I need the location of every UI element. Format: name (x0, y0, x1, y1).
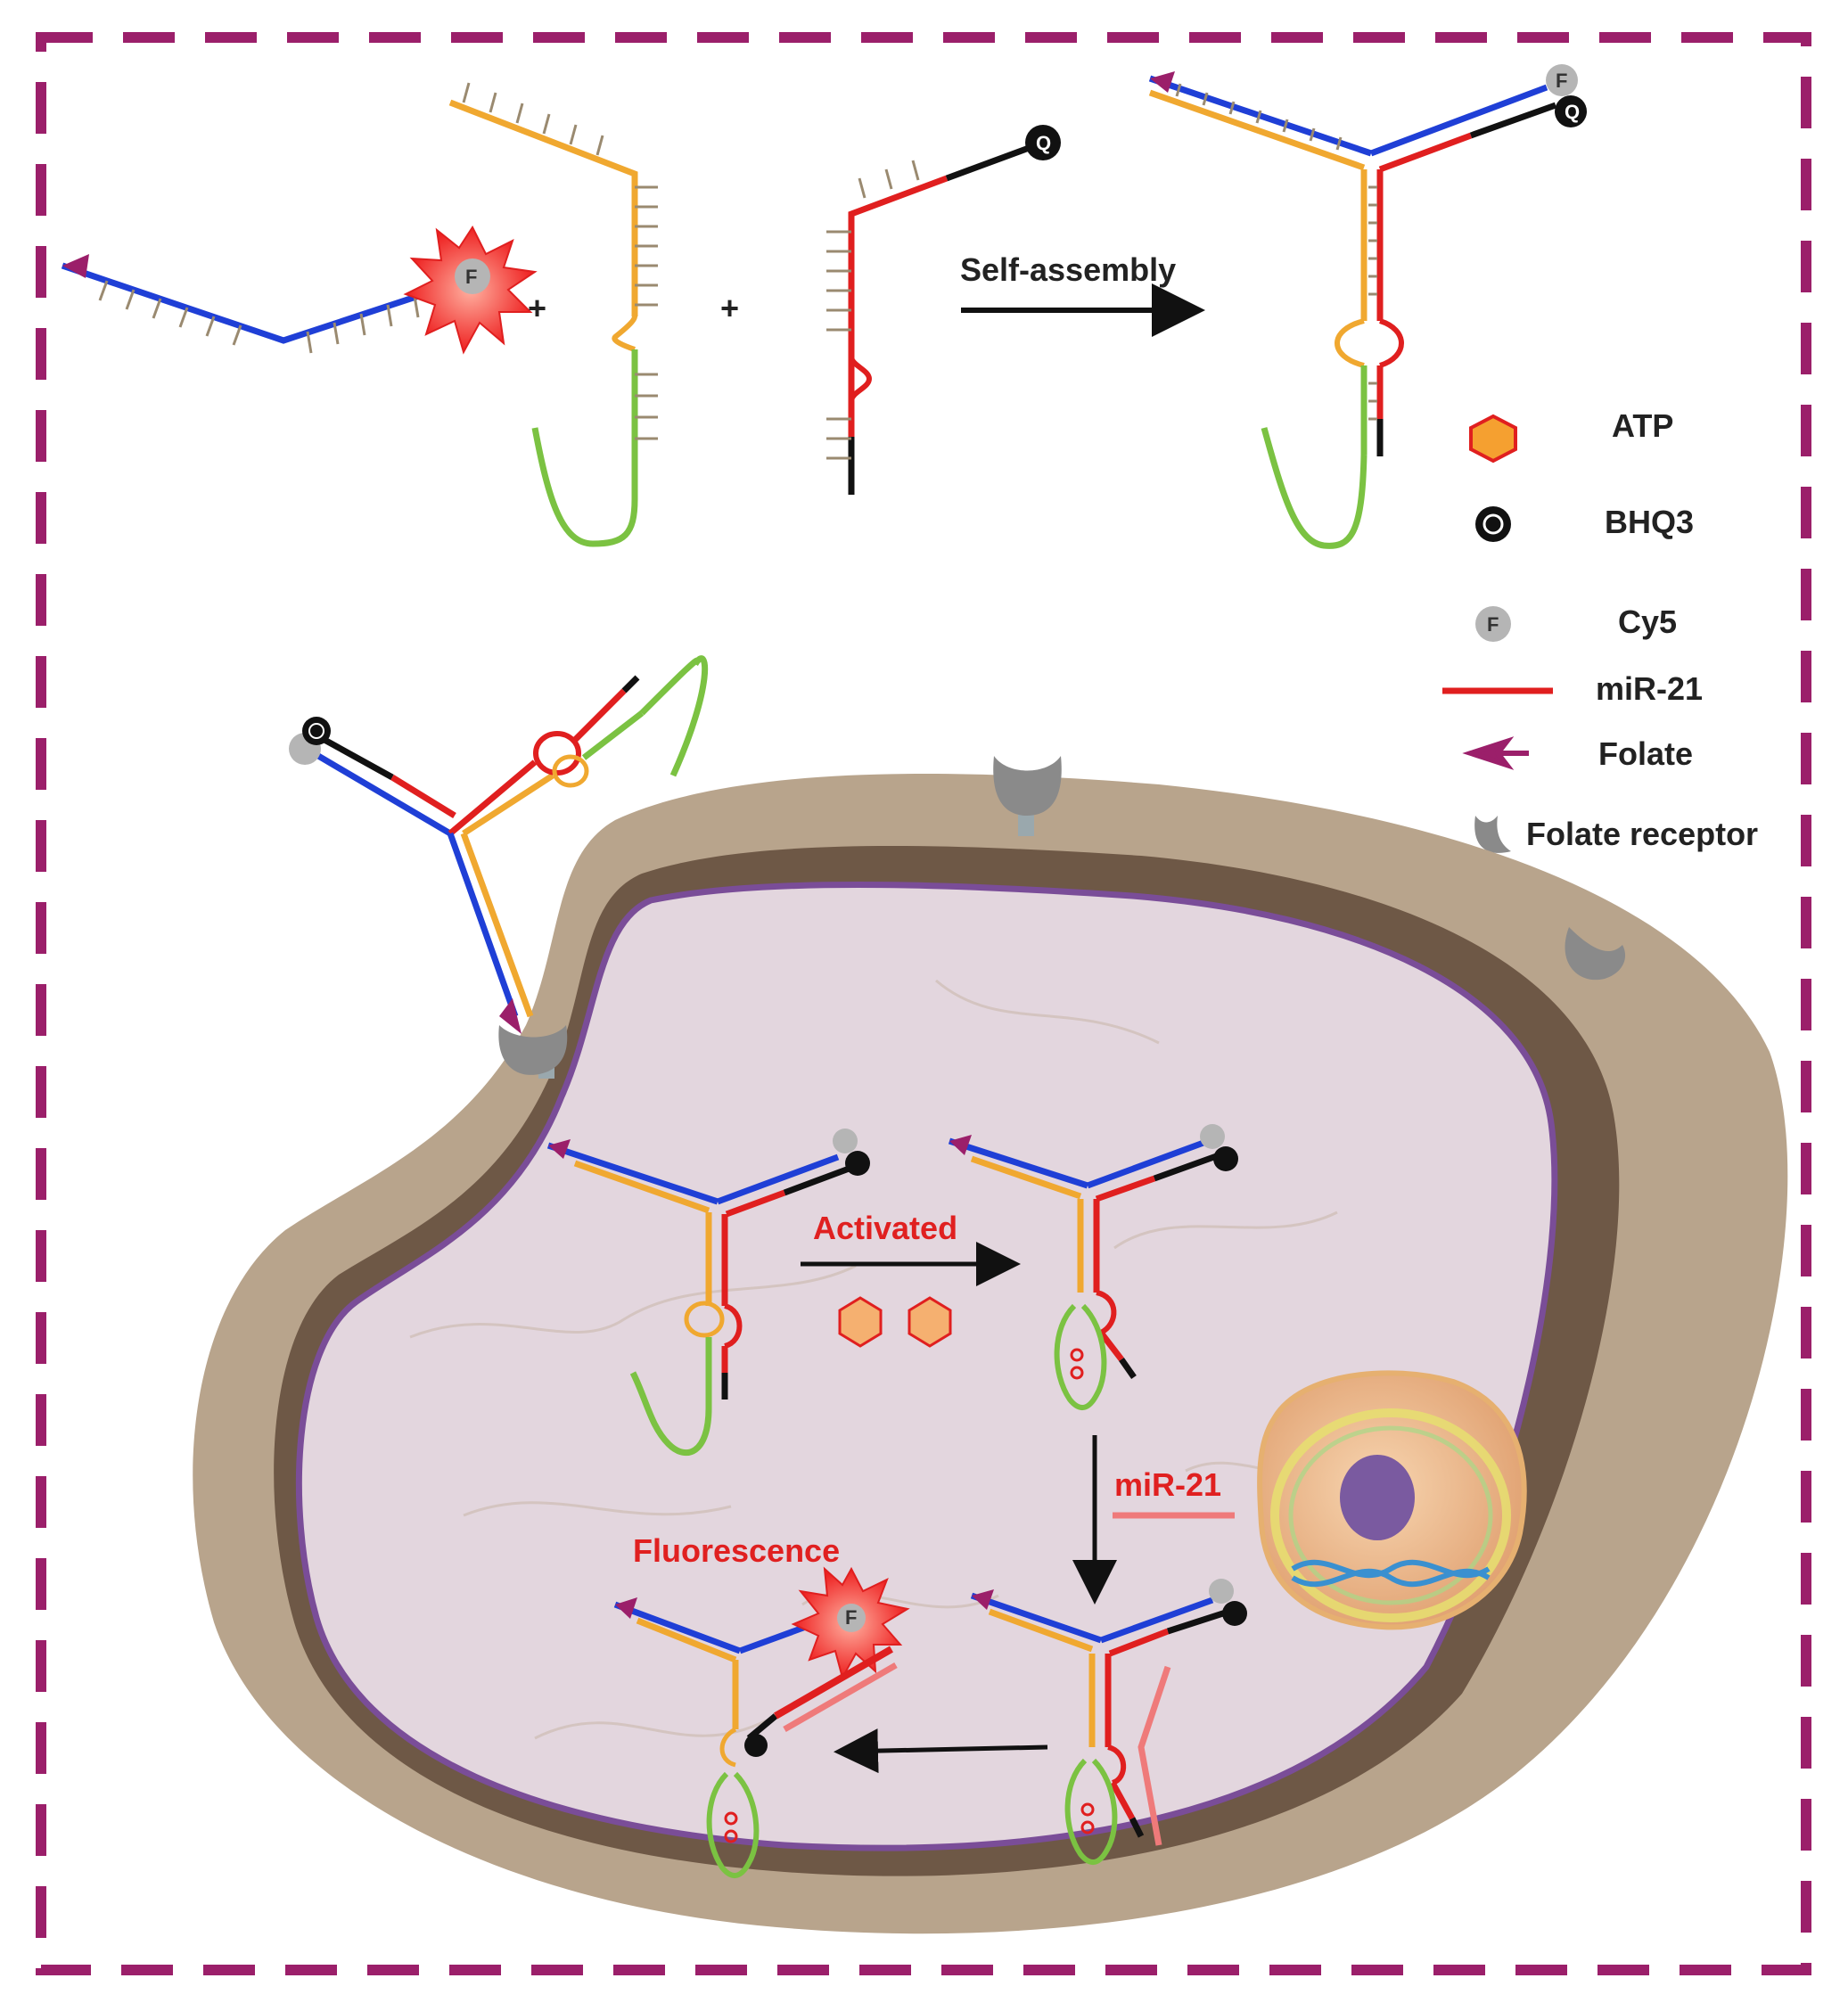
folate-receptor-right (1565, 927, 1626, 981)
plus-sign-2: + (720, 290, 739, 326)
dashed-frame (36, 32, 1811, 1975)
mir21-step-label: miR-21 (1114, 1466, 1221, 1503)
fluorescence-label: Fluorescence (633, 1532, 840, 1569)
self-assembly-label: Self-assembly (960, 251, 1176, 288)
legend-quencher-icon (1475, 506, 1511, 542)
probe-mir21-bound (970, 1579, 1247, 1865)
probe-quencher-letter: Q (1565, 101, 1580, 123)
legend-fluorophore-icon (1475, 606, 1511, 642)
probe-fluorophore-letter: F (1556, 70, 1567, 92)
fluorophore-letter: F (465, 266, 477, 288)
release-arrow (834, 1728, 1048, 1774)
cytoplasm (295, 882, 1558, 1851)
folate-receptor-bound (498, 1025, 568, 1079)
released-duplex-pink (783, 1662, 898, 1733)
bound-mir21-strand (1138, 1665, 1171, 1846)
quencher-letter: Q (1036, 132, 1051, 154)
atp-hexagon-icon-1 (838, 1296, 883, 1348)
probe-atp-activated (948, 1124, 1238, 1410)
probe-fluorescent: F (613, 1566, 910, 1878)
nucleus (1257, 1370, 1527, 1630)
atp-hexagon-icon-2 (908, 1296, 952, 1348)
activated-label: Activated (813, 1210, 957, 1246)
legend-label-bhq3: BHQ3 (1605, 504, 1694, 540)
probe-inside-intact (546, 1129, 870, 1456)
legend: ATP BHQ3 F Cy5 miR-21 Folate Folate rece… (1442, 407, 1758, 853)
legend-receptor-icon (1474, 816, 1511, 853)
legend-label-cy5: Cy5 (1618, 603, 1677, 640)
legend-label-folate-receptor: Folate receptor (1526, 816, 1758, 852)
folate-receptor-top (993, 756, 1062, 836)
assembled-y-probe: F Q (1148, 64, 1587, 549)
fluorophore-icon (455, 259, 490, 294)
mir21-strand-component: Q (826, 125, 1061, 495)
legend-label-atp: ATP (1612, 407, 1673, 444)
quencher-icon (1025, 125, 1061, 160)
legend-fluorophore-letter: F (1487, 613, 1499, 636)
legend-atp-icon (1469, 414, 1517, 464)
fluorescent-probe-letter: F (845, 1606, 857, 1629)
folate-strand-component: F (61, 225, 538, 355)
legend-label-mir21: miR-21 (1596, 670, 1703, 707)
released-duplex-red (774, 1646, 893, 1720)
legend-label-folate: Folate (1598, 735, 1693, 772)
cell (193, 774, 1788, 1934)
plus-sign-1: + (528, 290, 546, 326)
atp-aptamer-strand (448, 82, 658, 547)
legend-arrow-icon (1462, 736, 1529, 770)
incoming-y-probe (289, 655, 709, 1034)
